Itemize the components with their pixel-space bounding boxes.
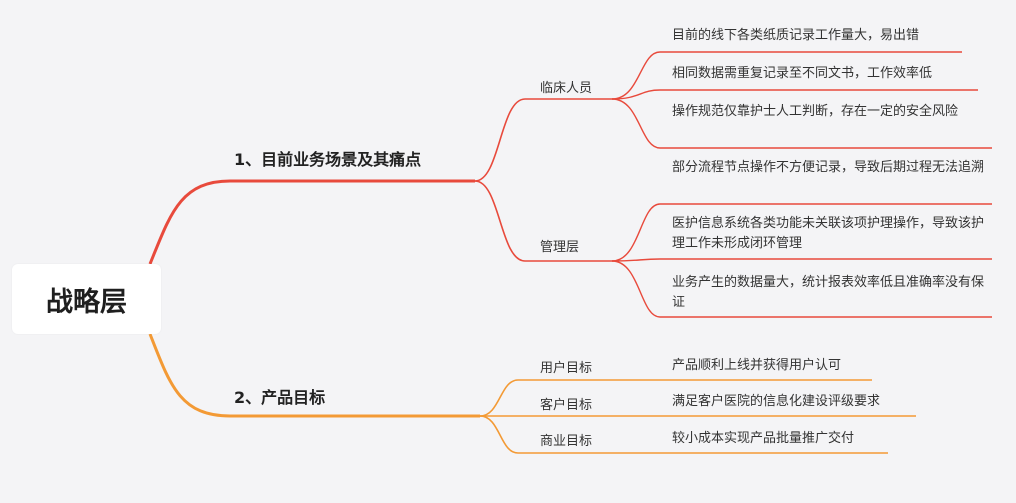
sub-customer-goal[interactable]: 客户目标	[540, 398, 593, 413]
leaf-management-3[interactable]: 业务产生的数据量大，统计报表效率低且准确率没有保证	[672, 275, 985, 310]
link-branch1-management	[474, 180, 612, 262]
branch-current-scenarios[interactable]: 1、目前业务场景及其痛点	[234, 150, 422, 169]
sub-clinical-staff[interactable]: 临床人员	[540, 81, 593, 96]
leaf-user-goal[interactable]: 产品顺利上线并获得用户认可	[672, 358, 842, 373]
link-root-branch1	[148, 179, 475, 265]
link-root-branch2	[148, 333, 480, 418]
link-management-leaf2	[611, 258, 992, 262]
link-branch2-business	[479, 415, 660, 454]
link-branch1-clinical	[474, 98, 612, 182]
sub-business-goal[interactable]: 商业目标	[540, 434, 593, 449]
link-clinical-leaf1	[611, 51, 962, 100]
sub-management[interactable]: 管理层	[540, 240, 580, 255]
root-node[interactable]: 战略层	[12, 264, 161, 334]
sub-user-goal[interactable]: 用户目标	[540, 361, 593, 376]
link-clinical-leaf3	[611, 98, 992, 149]
link-clinical-leaf2	[611, 89, 978, 100]
leaf-clinical-3[interactable]: 操作规范仅靠护士人工判断，存在一定的安全风险	[672, 104, 959, 119]
link-management-leaf1	[611, 203, 992, 262]
leaf-clinical-2[interactable]: 相同数据需重复记录至不同文书，工作效率低	[672, 66, 933, 81]
branch-product-goals[interactable]: 2、产品目标	[234, 388, 326, 407]
link-management-leaf3	[611, 260, 992, 318]
leaf-clinical-1[interactable]: 目前的线下各类纸质记录工作量大，易出错	[672, 28, 920, 43]
link-branch2-user	[479, 379, 660, 417]
leaf-business-goal[interactable]: 较小成本实现产品批量推广交付	[672, 431, 855, 446]
leaf-management-2[interactable]: 医护信息系统各类功能未关联该项护理操作，导致该护理工作未形成闭环管理	[672, 216, 985, 251]
leaf-management-1[interactable]: 部分流程节点操作不方便记录，导致后期过程无法追溯	[672, 160, 985, 175]
leaf-customer-goal[interactable]: 满足客户医院的信息化建设评级要求	[672, 394, 881, 409]
